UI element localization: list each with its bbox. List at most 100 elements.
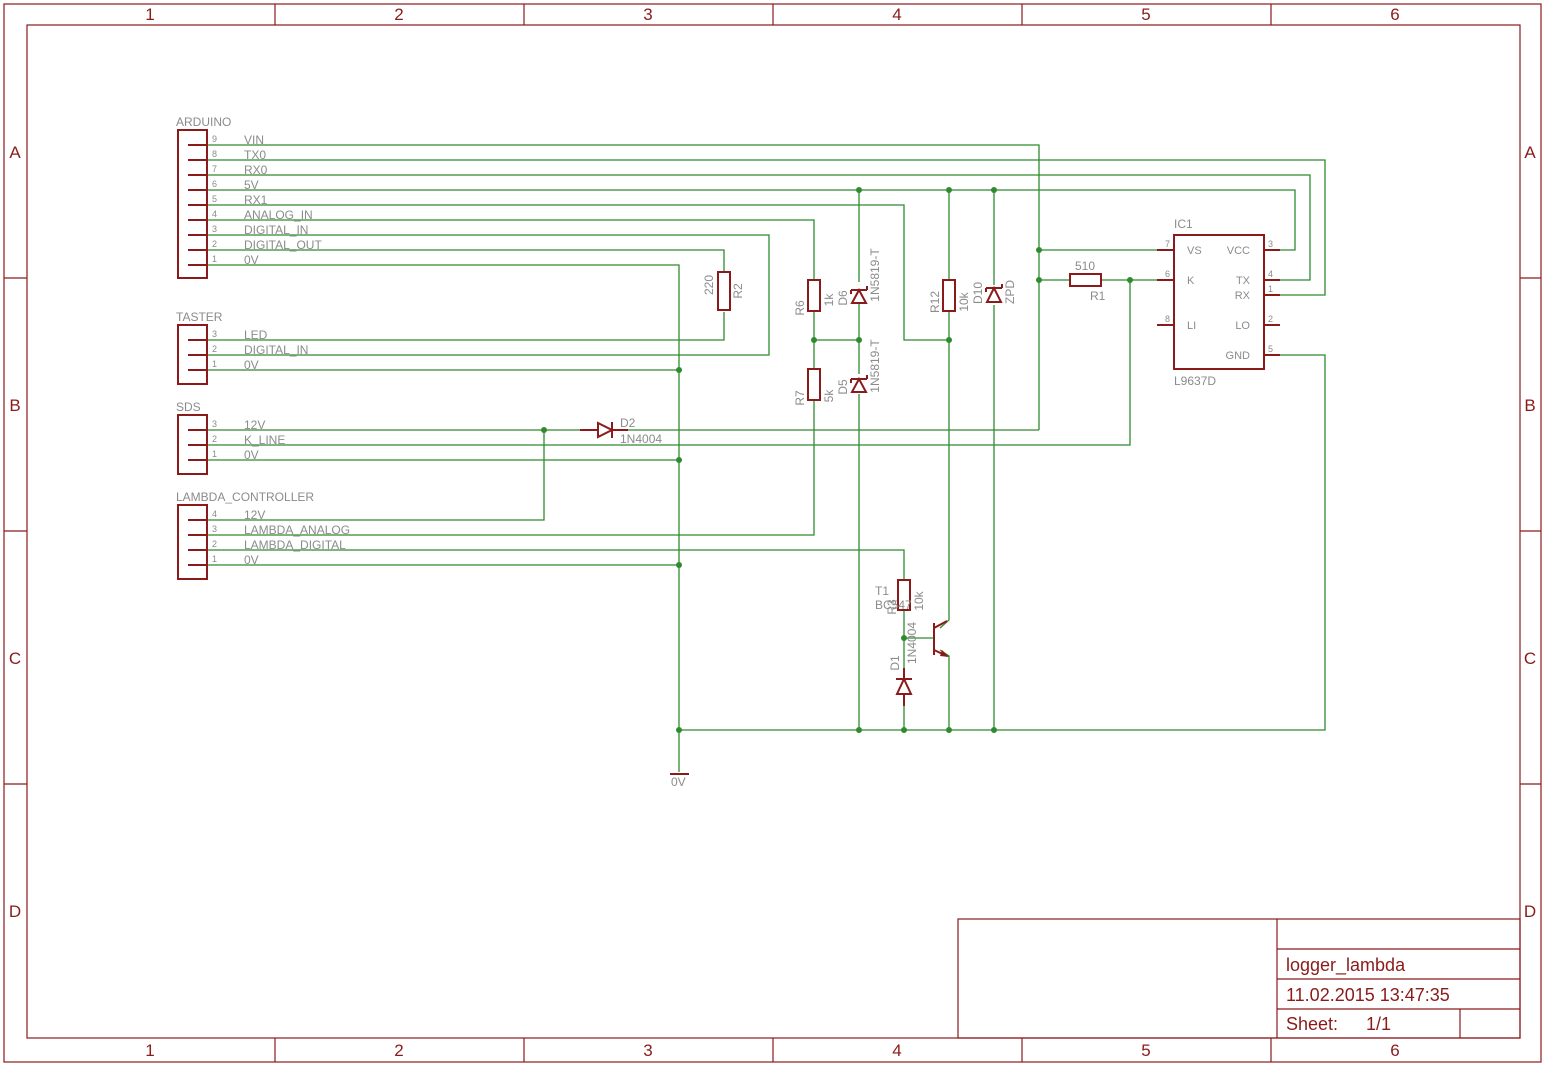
connector-lambda-controller: LAMBDA_CONTROLLER 4 12V 3 LAMBDA_ANALOG … — [176, 490, 350, 580]
resistor-r12: R12 10k — [928, 279, 971, 313]
ic-pin-number: 1 — [1268, 284, 1273, 294]
ground-label: 0V — [671, 775, 686, 789]
pin-number: 4 — [212, 209, 217, 219]
connector-pin: 3 LED — [188, 328, 268, 342]
resistor-r2: R2 220 — [702, 271, 745, 311]
part-value: 1k — [822, 293, 836, 307]
col-label: 3 — [643, 5, 652, 24]
diode-d1: D1 1N4004 — [888, 622, 919, 706]
ic-pin-name: VS — [1187, 245, 1202, 257]
ic-pin-name: LI — [1187, 320, 1196, 332]
connector-pin: 2 DIGITAL_IN — [188, 343, 308, 357]
part-ref: D5 — [836, 379, 850, 395]
part-value: BC547 — [875, 598, 912, 612]
row-label: D — [9, 902, 21, 921]
col-label: 2 — [394, 1041, 403, 1060]
pin-label: DIGITAL_OUT — [244, 238, 322, 252]
pin-label: TX0 — [244, 148, 266, 162]
ic-pin-number: 3 — [1268, 239, 1273, 249]
col-label: 5 — [1141, 1041, 1150, 1060]
col-label: 2 — [394, 5, 403, 24]
connector-name: SDS — [176, 400, 201, 414]
ic-pin-name: LO — [1235, 320, 1250, 332]
col-label: 6 — [1390, 5, 1399, 24]
title-block: logger_lambda 11.02.2015 13:47:35 Sheet:… — [957, 918, 1521, 1039]
ic-pin-name: GND — [1226, 350, 1251, 362]
connector-name: ARDUINO — [176, 115, 231, 129]
drawing-date: 11.02.2015 13:47:35 — [1286, 985, 1450, 1005]
connector-sds: SDS 3 12V 2 K_LINE 1 0V — [176, 400, 285, 475]
row-label: B — [9, 396, 20, 415]
part-value: 220 — [702, 275, 716, 295]
part-ref: D10 — [971, 282, 985, 304]
row-label: C — [1524, 649, 1536, 668]
pin-label: ANALOG_IN — [244, 208, 313, 222]
pin-label: RX0 — [244, 163, 268, 177]
ic-value: L9637D — [1174, 374, 1216, 388]
drawing-frame — [3, 3, 1542, 1063]
part-ref: R6 — [793, 300, 807, 316]
pin-label: VIN — [244, 133, 264, 147]
row-label: A — [1524, 143, 1536, 162]
ground-symbol: 0V — [670, 773, 689, 789]
pin-label: 0V — [244, 448, 259, 462]
part-ref: D1 — [888, 655, 902, 671]
ic-pin-number: 6 — [1165, 269, 1170, 279]
ic-pin-number: 5 — [1268, 344, 1273, 354]
part-value: 5k — [822, 389, 836, 403]
connector-pin: 1 0V — [188, 448, 259, 462]
col-label: 3 — [643, 1041, 652, 1060]
pin-label: LED — [244, 328, 268, 342]
row-label: A — [9, 143, 21, 162]
pin-label: DIGITAL_IN — [244, 223, 308, 237]
pin-number: 3 — [212, 224, 217, 234]
row-label: C — [9, 649, 21, 668]
pin-label: RX1 — [244, 193, 268, 207]
resistor-r3: R3 10k — [885, 579, 926, 615]
junctions — [541, 187, 1133, 733]
ic-ref: IC1 — [1174, 217, 1193, 231]
row-label: B — [1524, 396, 1535, 415]
connector-name: TASTER — [176, 310, 223, 324]
ic-pin-name: RX — [1235, 290, 1251, 302]
resistor-r1: 510 R1 — [1069, 259, 1106, 303]
schottky-diode-d6: D6 1N5819-T — [836, 248, 882, 306]
pin-number: 4 — [212, 509, 217, 519]
part-value: 1N5819-T — [868, 248, 882, 302]
column-labels-top: 1 2 3 4 5 6 — [145, 5, 1399, 24]
resistor-r6: R6 1k — [793, 279, 836, 316]
connector-pin: 6 5V — [188, 178, 259, 192]
pin-label: 0V — [244, 553, 259, 567]
connector-pin: 1 0V — [188, 358, 259, 372]
col-label: 5 — [1141, 5, 1150, 24]
ic-pin-number: 4 — [1268, 269, 1273, 279]
part-value: 1N4004 — [620, 432, 662, 446]
pin-number: 3 — [212, 524, 217, 534]
transistor-t1: T1 BC547 — [875, 584, 949, 657]
pin-number: 3 — [212, 329, 217, 339]
pin-number: 8 — [212, 149, 217, 159]
pin-label: 0V — [244, 253, 259, 267]
schottky-diode-d5: D5 1N5819-T — [836, 339, 882, 395]
diode-d2: D2 1N4004 — [580, 416, 662, 446]
connector-pin: 1 0V — [188, 553, 259, 567]
part-value: 1N5819-T — [868, 339, 882, 393]
pin-number: 2 — [212, 539, 217, 549]
pin-number: 2 — [212, 239, 217, 249]
pin-label: 12V — [244, 508, 265, 522]
connector-pin: 3 LAMBDA_ANALOG — [188, 523, 350, 537]
connector-pin: 4 ANALOG_IN — [188, 208, 313, 222]
part-value: 1N4004 — [905, 622, 919, 664]
pin-number: 9 — [212, 134, 217, 144]
part-ref: R1 — [1090, 289, 1106, 303]
connector-pin: 9 VIN — [188, 133, 264, 147]
ic-l9637d: IC1 L9637D 7 VS 6 K 8 LI 3 VCC 4 TX 1 RX… — [1157, 217, 1280, 388]
pin-number: 1 — [212, 359, 217, 369]
connector-pin: 4 12V — [188, 508, 265, 522]
col-label: 1 — [145, 5, 154, 24]
pin-label: 12V — [244, 418, 265, 432]
pin-number: 5 — [212, 194, 217, 204]
pin-number: 2 — [212, 434, 217, 444]
zener-diode-d10: D10 ZPD — [971, 280, 1017, 304]
sheet-label: Sheet: — [1286, 1014, 1338, 1034]
